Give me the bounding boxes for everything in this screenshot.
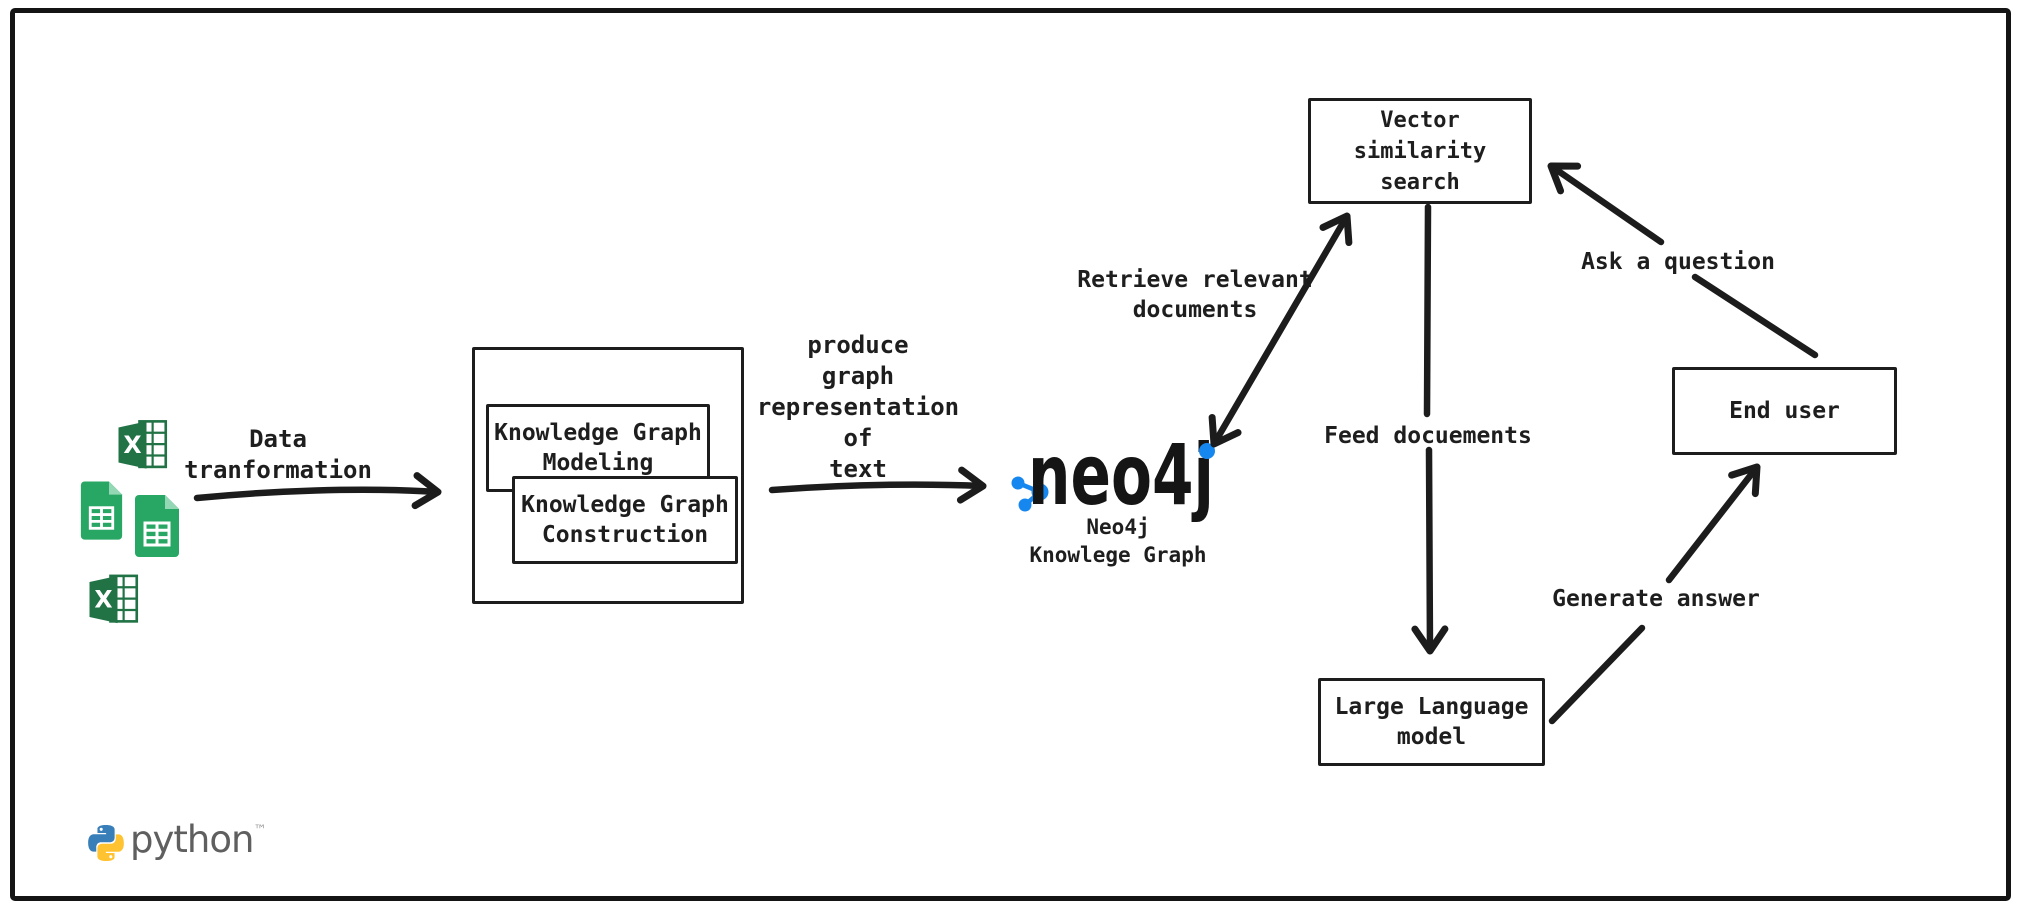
arrow-data-transformation [193,472,442,510]
google-sheets-file-icon [80,481,123,540]
arrow-ask-question-upper [1547,162,1665,246]
retrieve-documents-label: Retrieve relevant documents [1077,267,1313,323]
arrow-ask-question-lower [1691,273,1819,359]
kg-modeling-label: Knowledge Graph Modeling [494,420,702,476]
end-user-box: End user [1672,367,1897,455]
python-trademark: ™ [253,823,267,838]
neo4j-logo: neo4j [1000,426,1250,524]
kg-construction-box: Knowledge Graph Construction [512,476,738,564]
neo4j-wordmark: neo4j [1028,428,1214,523]
data-transformation-label: Data tranformation [184,425,372,484]
excel-file-icon: X [89,574,139,624]
end-user-label: End user [1729,398,1840,424]
arrow-feed-documents-upper [1423,203,1432,418]
arrow-generate-answer-upper [1665,463,1761,584]
arrow-retrieve-documents [1208,212,1353,448]
google-sheets-file-icon [135,495,179,557]
arrow-feed-documents-lower [1411,446,1449,655]
python-logo: python™ [86,818,316,878]
kg-construction-label: Knowledge Graph Construction [521,492,729,548]
python-wordmark: python™ [130,818,267,861]
svg-text:X: X [94,585,112,613]
llm-label: Large Language model [1334,694,1529,750]
python-icon [88,825,124,861]
arrow-produce-graph [768,466,987,504]
vector-search-label: Vector similarity search [1353,107,1487,195]
produce-graph-label: produce graph representation of text [756,331,960,483]
ask-question-label: Ask a question [1581,249,1775,275]
feed-documents-label: Feed docuements [1324,423,1532,449]
neo4j-graph-icon [1011,476,1049,512]
svg-text:X: X [123,431,141,459]
excel-file-icon: X [118,420,168,469]
llm-box: Large Language model [1318,678,1545,766]
vector-search-box: Vector similarity search [1308,98,1532,204]
neo4j-caption: Neo4j Knowlege Graph [1029,515,1207,567]
arrow-generate-answer-lower [1548,624,1646,725]
outer-frame [10,8,2011,901]
generate-answer-label: Generate answer [1552,586,1760,612]
